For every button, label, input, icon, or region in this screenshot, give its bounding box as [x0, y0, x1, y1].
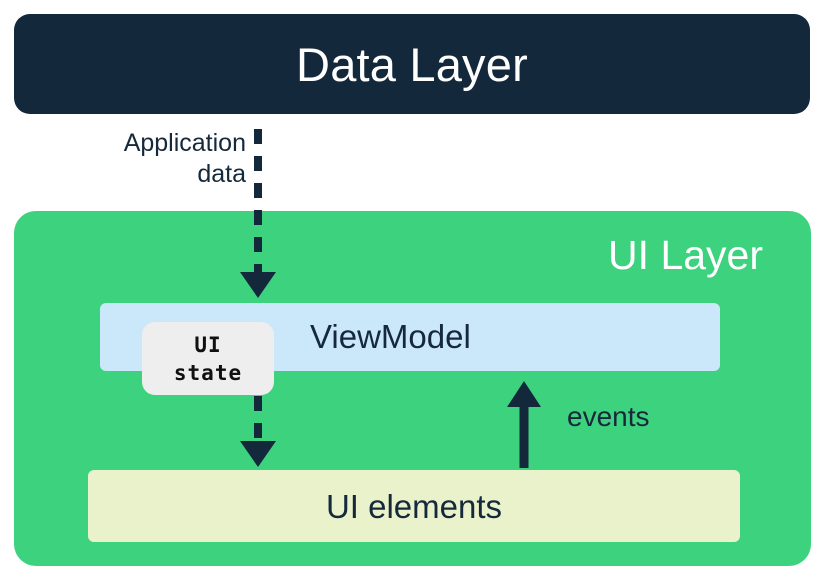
data-layer-label: Data Layer [296, 37, 528, 91]
ui-state-badge-line2: state [173, 360, 243, 385]
data-layer-node: Data Layer [14, 14, 810, 114]
ui-elements-label: UI elements [325, 487, 503, 525]
application-data-label: Application data [60, 128, 246, 190]
ui-state-badge: UI state [142, 322, 274, 395]
events-label: events [567, 401, 650, 432]
ui-elements-node: UI elements [88, 470, 740, 542]
ui-state-badge-line1: UI [194, 332, 222, 357]
application-data-label-line1: Application [123, 129, 246, 157]
application-data-label-line2: data [197, 160, 246, 188]
viewmodel-label: ViewModel [310, 318, 471, 355]
ui-layer-label: UI Layer [608, 232, 763, 278]
